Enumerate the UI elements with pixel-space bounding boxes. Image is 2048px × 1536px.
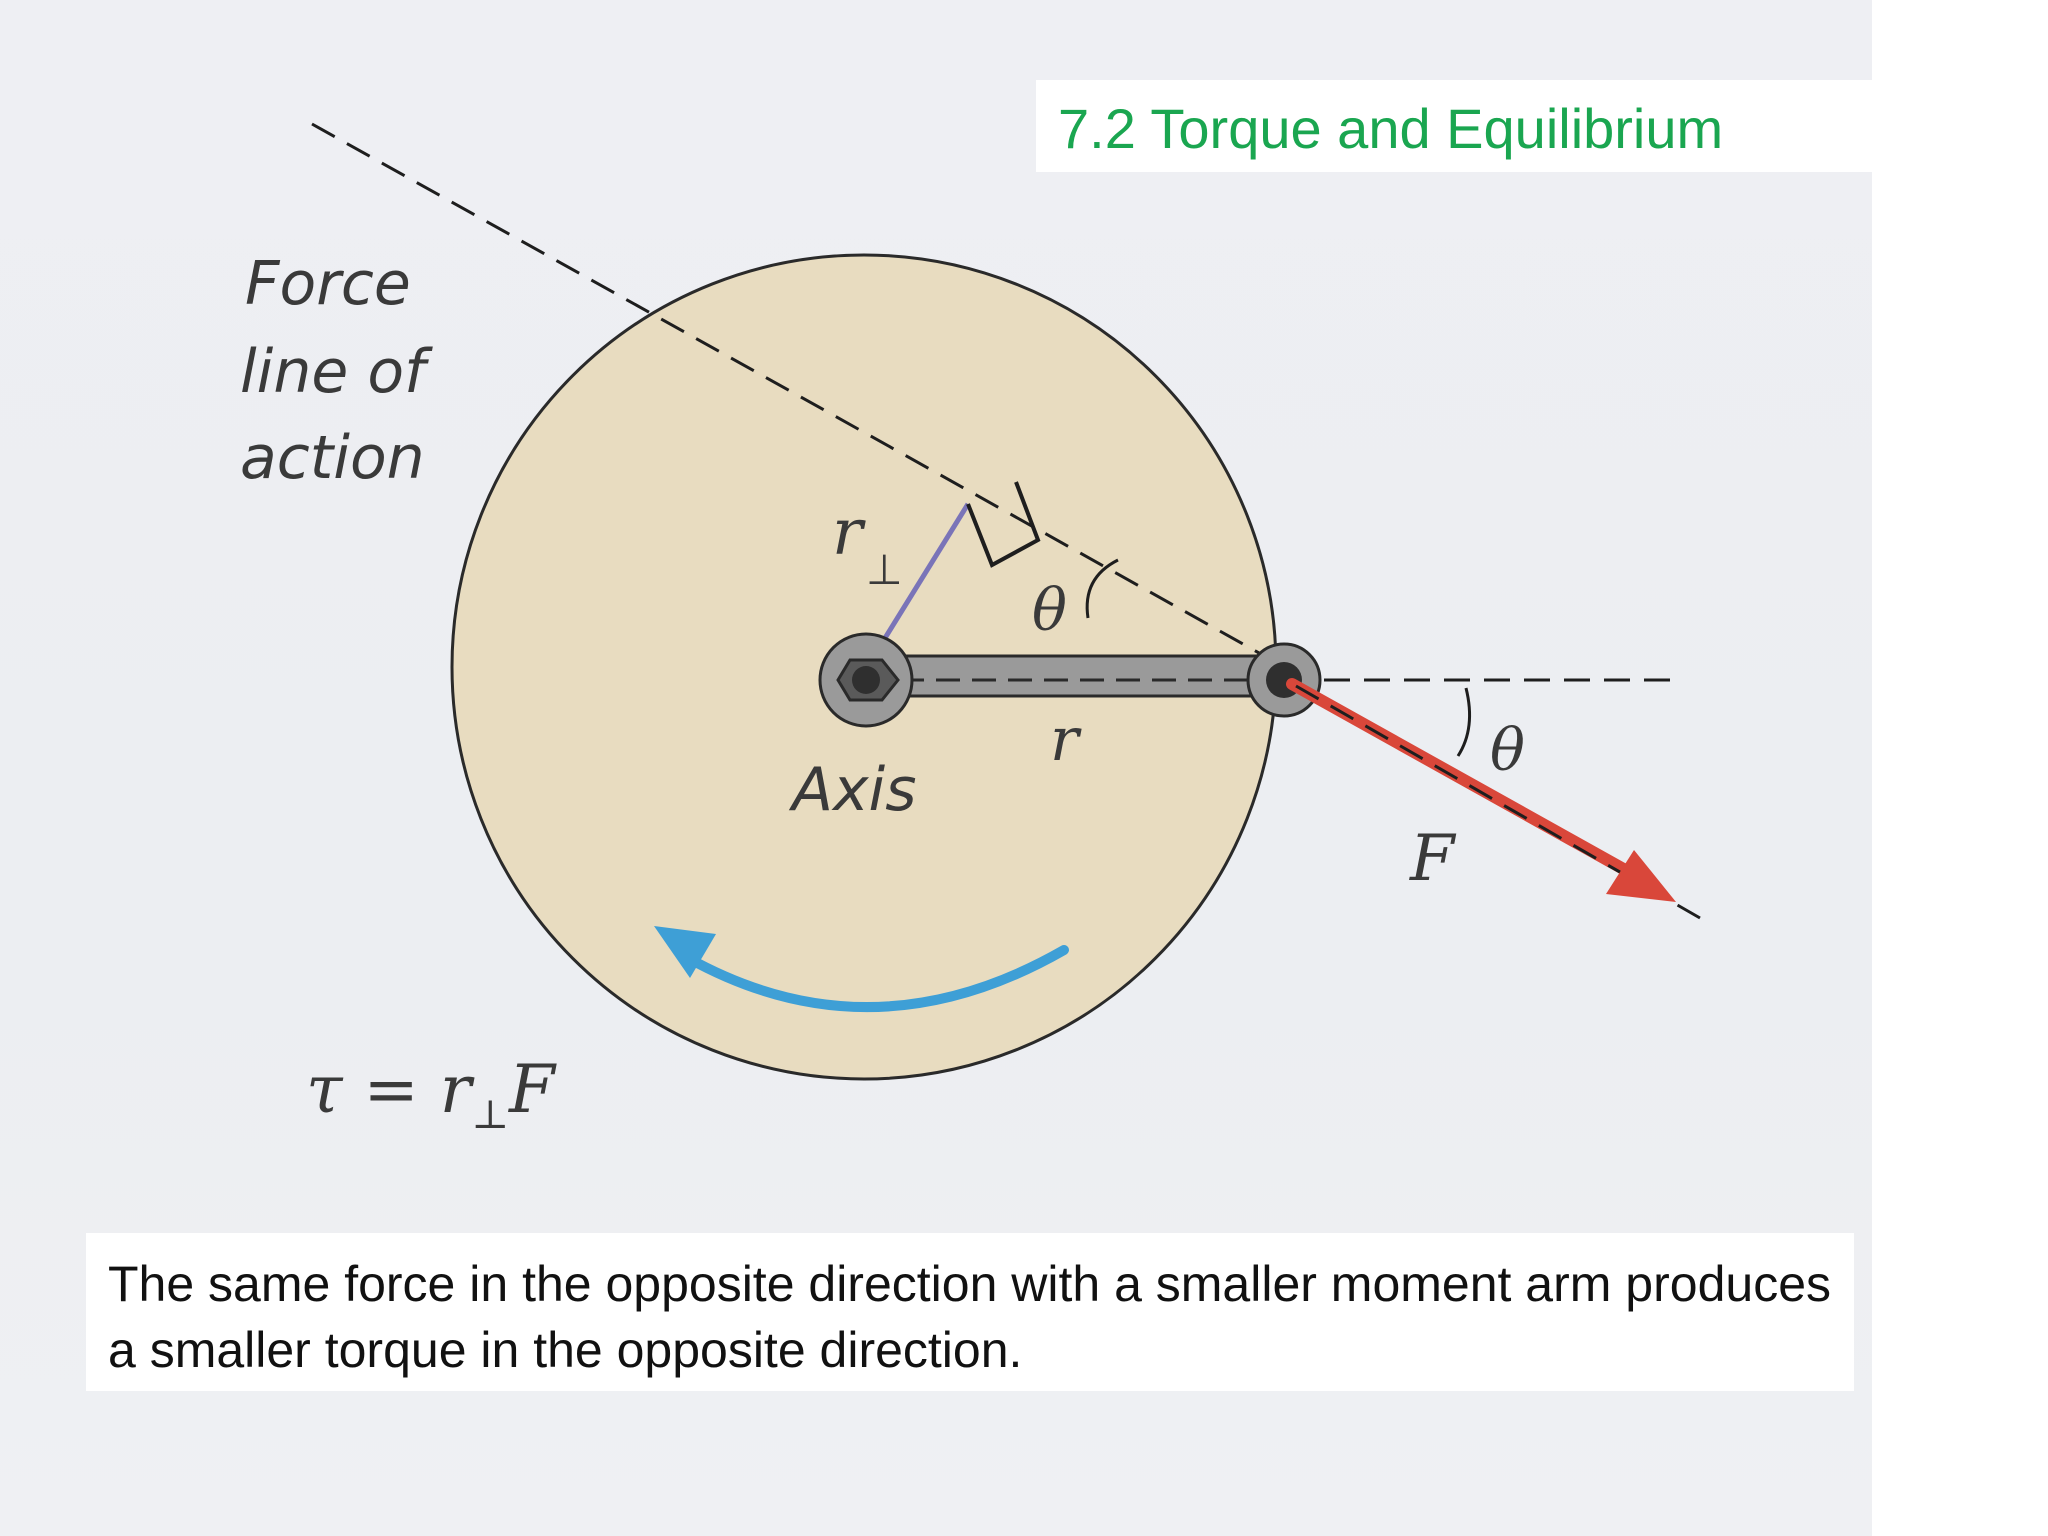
force-line-label-line2: line of xyxy=(240,337,433,407)
equation-equals: = xyxy=(343,1051,440,1128)
caption-text: The same force in the opposite direction… xyxy=(108,1256,1831,1378)
angle-arc-lower xyxy=(1456,687,1472,757)
moment-arm-label: r xyxy=(832,496,866,570)
angle-arc-upper xyxy=(1085,558,1119,619)
equation-tau: τ xyxy=(306,1051,344,1128)
force-label: F xyxy=(1409,822,1457,896)
radius-label: r xyxy=(1050,705,1082,775)
force-line-label-line1: Force xyxy=(245,249,411,319)
rotation-arrow-arc xyxy=(683,945,1069,1013)
force-arrow-head xyxy=(1606,850,1676,902)
right-angle-marker xyxy=(966,481,1041,568)
equation-F: F xyxy=(508,1051,557,1128)
force-line-of-action xyxy=(311,122,1287,670)
title-box: 7.2 Torque and Equilibrium xyxy=(1036,80,1872,172)
torque-equation: τ = r⊥F xyxy=(306,1051,557,1138)
wrench-icon xyxy=(818,632,1322,728)
force-line-label-line3: action xyxy=(240,423,425,493)
rotation-arrow-head xyxy=(654,926,716,978)
equation-subscript: ⊥ xyxy=(471,1092,509,1138)
moment-arm-subscript: ⊥ xyxy=(866,545,903,594)
angle-label-lower: θ xyxy=(1490,716,1525,784)
caption-box: The same force in the opposite direction… xyxy=(86,1233,1854,1391)
axis-label: Axis xyxy=(788,755,916,825)
torque-diagram: Force line of action r ⊥ θ r Axis θ F τ … xyxy=(240,122,1701,1138)
angle-label-upper: θ xyxy=(1032,576,1067,644)
equation-r: r xyxy=(440,1051,475,1128)
slide-title: 7.2 Torque and Equilibrium xyxy=(1058,97,1724,160)
